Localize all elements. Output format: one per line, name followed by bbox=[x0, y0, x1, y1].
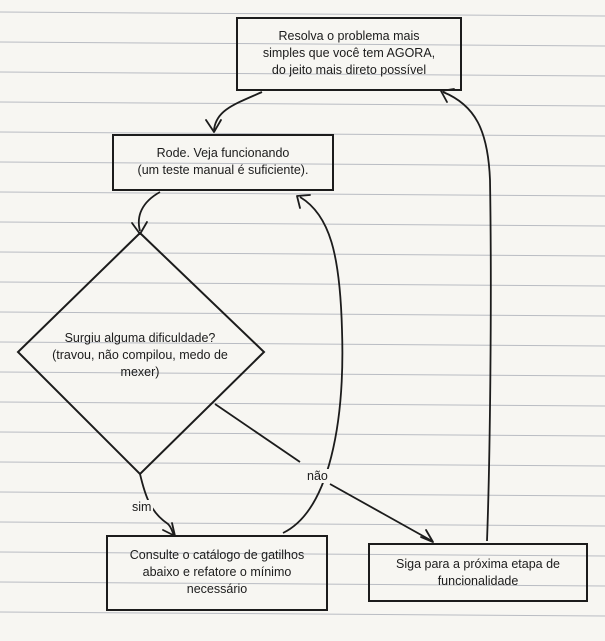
run-box bbox=[112, 134, 334, 191]
arrowhead-consult bbox=[162, 522, 176, 537]
arrowhead-run-loop bbox=[296, 194, 311, 209]
decision-line-2: (travou, não compilou, medo de bbox=[52, 348, 228, 362]
edge-no-to-next bbox=[214, 403, 433, 542]
run-line-1: Rode. Veja funcionando bbox=[156, 146, 290, 160]
solve-line-1: Resolva o problema mais bbox=[278, 29, 420, 43]
consult-line-2: abaixo e refatore o mínimo bbox=[142, 565, 292, 579]
no-label: não bbox=[305, 469, 330, 483]
edge-consult-to-run bbox=[282, 196, 344, 534]
arrowhead-decision bbox=[131, 221, 148, 235]
decision-line-1: Surgiu alguma dificuldade? bbox=[64, 331, 216, 345]
solve-line-3: do jeito mais direto possível bbox=[271, 63, 427, 77]
solve-line-2: simples que você tem AGORA, bbox=[262, 46, 436, 60]
yes-label: sim bbox=[130, 500, 154, 514]
consult-line-1: Consulte o catálogo de gatilhos bbox=[129, 548, 305, 562]
edge-next-to-solve bbox=[442, 91, 492, 542]
run-text: Rode. Veja funcionando (um teste manual … bbox=[113, 145, 333, 179]
ruled-lines bbox=[0, 11, 605, 617]
solve-box bbox=[236, 17, 462, 91]
next-line-1: Siga para a próxima etapa de bbox=[396, 557, 560, 571]
run-line-2: (um teste manual é suficiente). bbox=[137, 163, 309, 177]
decision-text: Surgiu alguma dificuldade? (travou, não … bbox=[40, 330, 240, 381]
next-box bbox=[368, 543, 588, 602]
edge-yes-to-consult bbox=[139, 473, 175, 536]
solve-text: Resolva o problema mais simples que você… bbox=[237, 28, 461, 79]
consult-line-3: necessário bbox=[186, 582, 248, 596]
edge-run-to-decision bbox=[138, 191, 161, 232]
consult-box bbox=[106, 535, 328, 611]
arrowhead-next bbox=[420, 529, 434, 543]
consult-text: Consulte o catálogo de gatilhos abaixo e… bbox=[107, 547, 327, 598]
arrowhead-run bbox=[205, 119, 222, 133]
next-line-2: funcionalidade bbox=[437, 574, 519, 588]
decision-line-3: mexer) bbox=[120, 365, 160, 379]
arrowhead-solve bbox=[440, 88, 455, 103]
next-text: Siga para a próxima etapa de funcionalid… bbox=[369, 556, 587, 590]
edge-solve-to-run bbox=[213, 91, 263, 131]
